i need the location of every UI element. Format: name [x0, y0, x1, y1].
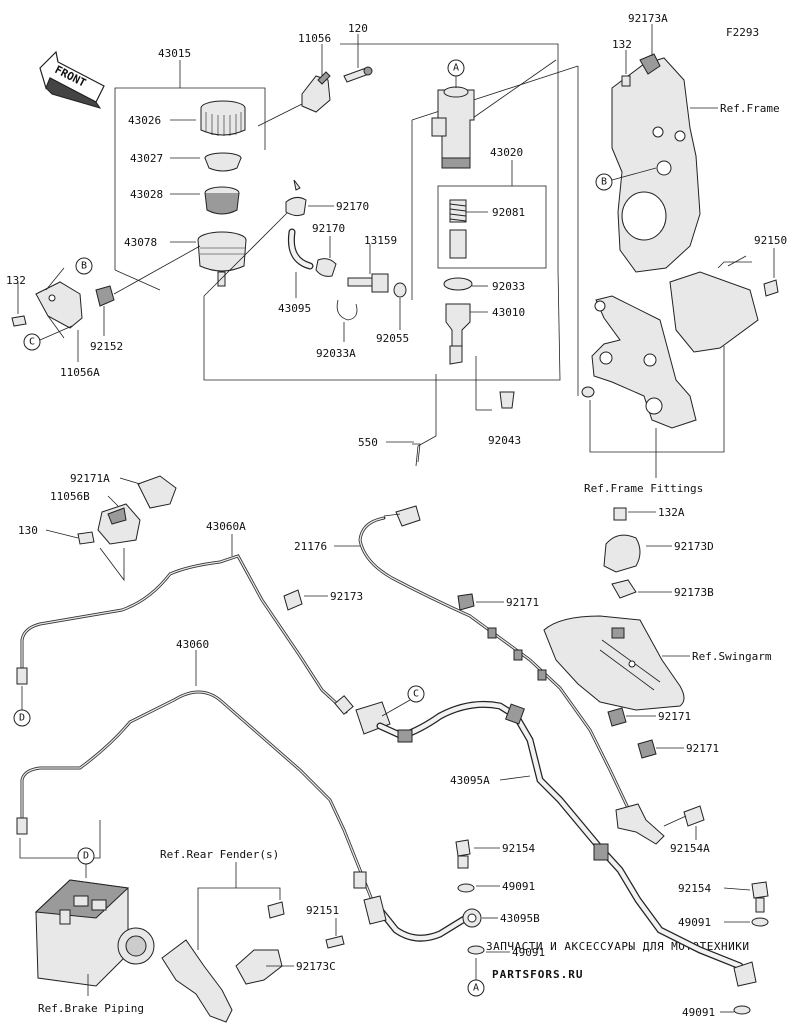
- connector-D-left-label: D: [19, 713, 25, 724]
- connector-C-center-label: C: [413, 689, 419, 700]
- label-49091-center-bottom: 49091: [512, 946, 545, 959]
- label-92055: 92055: [376, 332, 409, 345]
- label-92081: 92081: [492, 206, 525, 219]
- connector-C-left-label: C: [29, 337, 35, 348]
- reservoir-group: [114, 60, 266, 291]
- label-92033A: 92033A: [316, 347, 356, 360]
- ref-rear-fender: Ref.Rear Fender(s): [160, 848, 279, 861]
- label-132-left: 132: [6, 274, 26, 287]
- rear-fender-part: [161, 901, 285, 1023]
- label-43015: 43015: [158, 47, 191, 60]
- label-92150: 92150: [754, 234, 787, 247]
- label-92171-a: 92171: [506, 596, 539, 609]
- label-43095B: 43095B: [500, 912, 540, 925]
- label-11056: 11056: [298, 32, 331, 45]
- label-92173C: 92173C: [296, 960, 336, 973]
- label-43010: 43010: [492, 306, 525, 319]
- label-132A: 132A: [658, 506, 685, 519]
- connector-D-left: D: [13, 686, 31, 727]
- connector-B-right-label: B: [601, 177, 607, 188]
- label-92152: 92152: [90, 340, 123, 353]
- label-120: 120: [348, 22, 368, 35]
- label-550: 550: [358, 436, 378, 449]
- label-49091-right-bottom: 49091: [682, 1006, 715, 1019]
- label-11056B: 11056B: [50, 490, 90, 503]
- label-92154A: 92154A: [670, 842, 710, 855]
- connector-A-bottom: A: [467, 958, 485, 997]
- abs-sensor-wire: [358, 505, 665, 845]
- label-43020: 43020: [490, 146, 523, 159]
- ref-swingarm: Ref.Swingarm: [692, 650, 772, 663]
- label-92033: 92033: [492, 280, 525, 293]
- watermark-logo: PARTSFORS.RU: [492, 968, 583, 981]
- master-cylinder: [431, 76, 475, 169]
- label-43027: 43027: [130, 152, 163, 165]
- label-92043: 92043: [488, 434, 521, 447]
- label-92171-c: 92171: [686, 742, 719, 755]
- label-92171-b: 92171: [658, 710, 691, 723]
- label-92173B: 92173B: [674, 586, 714, 599]
- connector-D-abs-label: D: [83, 851, 89, 862]
- label-92154-right: 92154: [678, 882, 711, 895]
- figure-code: F2293: [726, 26, 759, 39]
- connector-B-left: B: [75, 257, 93, 275]
- connector-C-center: C: [381, 685, 425, 717]
- label-43060A: 43060A: [206, 520, 246, 533]
- label-43095A: 43095A: [450, 774, 490, 787]
- label-49091-center-top: 49091: [502, 880, 535, 893]
- label-43060: 43060: [176, 638, 209, 651]
- group-43020-box: [437, 185, 547, 269]
- label-43095: 43095: [278, 302, 311, 315]
- connector-B-right: B: [595, 167, 657, 191]
- brake-pipe-43060: [16, 690, 374, 902]
- label-92173: 92173: [330, 590, 363, 603]
- label-13159: 13159: [364, 234, 397, 247]
- label-92171A: 92171A: [70, 472, 110, 485]
- frame-fittings-part: [581, 271, 779, 429]
- label-43078: 43078: [124, 236, 157, 249]
- bracket-11056A: [11, 245, 201, 362]
- ref-frame: Ref.Frame: [720, 102, 780, 115]
- swingarm-part: [543, 615, 685, 711]
- brake-hose-43095B: [363, 839, 485, 955]
- frame-part: [611, 53, 701, 273]
- label-92170-a: 92170: [336, 200, 369, 213]
- abs-unit: [34, 879, 155, 987]
- label-92173D: 92173D: [674, 540, 714, 553]
- label-92151: 92151: [306, 904, 339, 917]
- connector-C-left: C: [23, 325, 73, 351]
- brake-pipe-43060A: [16, 554, 354, 715]
- connector-D-abs: D: [77, 847, 95, 865]
- clamp-bracket-group: [77, 475, 177, 582]
- connector-A-top: A: [447, 59, 465, 77]
- ref-brake-piping: Ref.Brake Piping: [38, 1002, 144, 1015]
- label-130: 130: [18, 524, 38, 537]
- bracket-11056: [257, 34, 373, 127]
- front-arrow-icon: FRONT: [39, 50, 105, 109]
- brake-hose-43095A: [355, 700, 744, 970]
- label-92170-b: 92170: [312, 222, 345, 235]
- label-92154-center: 92154: [502, 842, 535, 855]
- connector-A-top-label: A: [453, 63, 459, 74]
- label-11056A: 11056A: [60, 366, 100, 379]
- connector-B-left-label: B: [81, 261, 87, 272]
- label-21176: 21176: [294, 540, 327, 553]
- ref-frame-fittings: Ref.Frame Fittings: [584, 482, 703, 495]
- label-92173A: 92173A: [628, 12, 668, 25]
- label-49091-right-top: 49091: [678, 916, 711, 929]
- connector-A-bottom-label: A: [473, 983, 479, 994]
- label-132-right: 132: [612, 38, 632, 51]
- label-43028: 43028: [130, 188, 163, 201]
- label-43026: 43026: [128, 114, 161, 127]
